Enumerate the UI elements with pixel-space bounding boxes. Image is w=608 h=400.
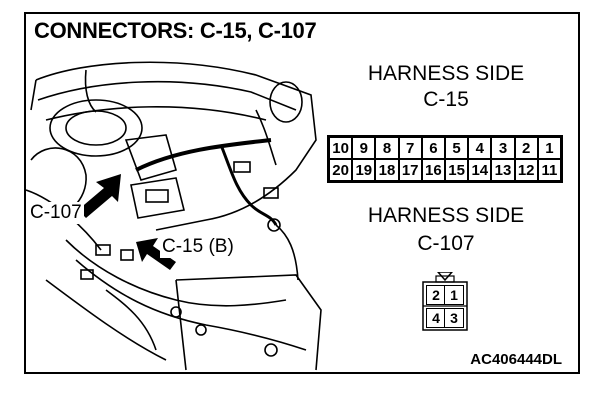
c15-harness-label: HARNESS SIDE (367, 62, 525, 85)
c15-pin: 12 (514, 159, 538, 181)
reference-code: AC406444DL (470, 351, 562, 368)
c15-pin: 19 (352, 159, 376, 181)
dashboard-illustration (26, 61, 322, 371)
c15-pin: 18 (375, 159, 399, 181)
c15-pin: 2 (514, 137, 538, 159)
c15-pin: 20 (329, 159, 353, 181)
c15-pin: 9 (352, 137, 376, 159)
c107-pin: 1 (444, 285, 464, 305)
c15-pin-grid: 10 9 8 7 6 5 4 3 2 1 20 19 18 17 16 15 1… (327, 135, 563, 183)
c15-pin: 4 (468, 137, 492, 159)
callout-c107: C-107 (28, 202, 84, 224)
c107-pin: 3 (444, 308, 464, 328)
c107-pin: 2 (426, 285, 446, 305)
c15-pin: 15 (445, 159, 469, 181)
c107-harness-label: HARNESS SIDE (367, 204, 525, 227)
c15-pin: 11 (537, 159, 561, 181)
c107-lock-tab-icon (422, 272, 468, 331)
c15-connector-name: C-15 (423, 88, 469, 111)
c15-pin: 14 (468, 159, 492, 181)
c107-pin: 4 (426, 308, 446, 328)
diagram-frame: CONNECTORS: C-15, C-107 (24, 12, 580, 374)
c15-pin: 8 (375, 137, 399, 159)
c15-pin: 16 (421, 159, 445, 181)
c15-pin: 7 (398, 137, 422, 159)
c15-pin: 13 (491, 159, 515, 181)
c15-pin: 6 (421, 137, 445, 159)
c15-pin: 17 (398, 159, 422, 181)
c15-pin: 3 (491, 137, 515, 159)
c107-connector-name: C-107 (417, 232, 475, 255)
callout-c15: C-15 (B) (160, 236, 236, 258)
diagram-title: CONNECTORS: C-15, C-107 (34, 18, 317, 43)
c15-pin: 5 (445, 137, 469, 159)
c15-pin: 10 (329, 137, 353, 159)
c15-pin: 1 (537, 137, 561, 159)
